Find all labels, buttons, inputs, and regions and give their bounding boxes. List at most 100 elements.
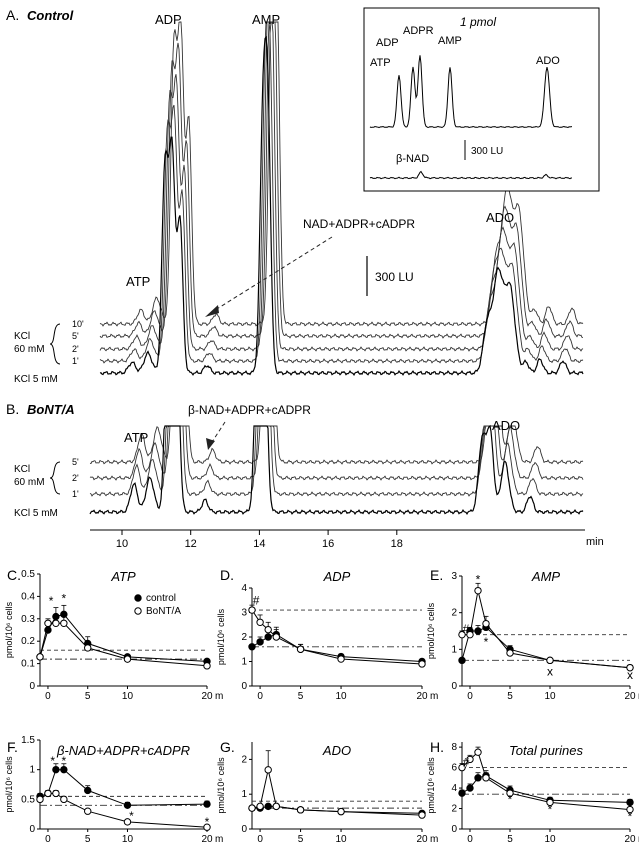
data-point-botox (337, 655, 345, 663)
data-point-botox (458, 630, 466, 639)
data-point-control (466, 784, 474, 792)
x-tick-label: 5 (85, 834, 91, 845)
x-tick-label: 5 (507, 834, 513, 845)
data-point-botox (264, 766, 272, 774)
data-point-control (123, 801, 132, 809)
y-axis-label: pmol/10⁶ cells (216, 757, 226, 814)
data-point-botox (482, 619, 490, 628)
y-tick-label: 1 (241, 657, 247, 668)
panel-b-traces (89, 424, 584, 516)
x-tick-label: 20 (201, 834, 213, 845)
data-point-botox (248, 606, 256, 614)
y-tick-label: 0.2 (21, 636, 35, 647)
y-tick-label: 2 (241, 632, 247, 643)
data-point-control (84, 786, 92, 795)
y-tick-label: 0 (29, 681, 35, 692)
trace-a-5 (99, 35, 584, 377)
dashed-arrow-b (211, 421, 226, 443)
kcl-low-label: KCl 5 mM (14, 374, 58, 385)
y-tick-label: 2 (451, 804, 457, 815)
y-tick-label: 1.5 (21, 735, 35, 746)
x-tick-label: 10 (335, 691, 347, 702)
data-point-botox (52, 789, 60, 798)
y-tick-label: 1 (29, 765, 35, 776)
y-tick-label: 4 (241, 583, 247, 594)
arrow-head-b (206, 438, 215, 450)
data-point-botox (506, 649, 514, 657)
data-point-botox (296, 645, 305, 653)
x-axis-label: m (215, 834, 223, 845)
x-tick-label: 0 (467, 691, 473, 702)
data-point-botox (123, 655, 132, 663)
chart-panel-letter: F. (7, 739, 18, 755)
data-point-botox (296, 806, 305, 814)
inset-scale-label: 300 LU (471, 146, 503, 157)
data-point-botox (84, 644, 92, 652)
x-tick-label: 0 (257, 691, 263, 702)
y-tick-label: 0.5 (21, 794, 35, 805)
chart-panel-letter: H. (430, 739, 444, 755)
y-axis-label: pmol/10⁶ cells (4, 601, 14, 658)
data-point-botox (458, 763, 466, 772)
data-point-botox (546, 798, 554, 807)
x-tick-label: 0 (45, 834, 51, 845)
inset-frame (363, 7, 600, 192)
y-tick-label: 0 (451, 824, 457, 835)
y-tick-label: 6 (451, 763, 457, 774)
data-point-botox (52, 619, 60, 627)
trace-time-labels-b: 5'2'1' (72, 457, 79, 499)
trace-time-3: 2' (72, 344, 79, 354)
inset-traces (369, 55, 573, 180)
data-point-botox (474, 586, 482, 595)
arrow-head (205, 305, 219, 317)
x-axis-label: m (215, 691, 223, 702)
dashed-arrow (211, 236, 333, 313)
data-point-botox (466, 755, 474, 764)
significance-mark: # (463, 622, 470, 636)
y-tick-label: 0.5 (21, 569, 35, 580)
peak-label-adp: ADP (155, 12, 182, 27)
trace-time-2: 5' (72, 331, 79, 341)
panel-b-letter: B. (6, 401, 19, 417)
x-tick-label-b: 18 (391, 538, 403, 550)
kcl-low-label-b: KCl 5 mM (14, 508, 58, 519)
x-tick-label-b: 12 (185, 538, 197, 550)
significance-mark: * (476, 573, 481, 587)
y-axis-label: pmol/10⁶ cells (216, 608, 226, 665)
trace-time-1: 10' (72, 319, 84, 329)
data-point-botox (203, 823, 211, 831)
inset-trace-standard (369, 55, 573, 129)
significance-mark: * (205, 815, 210, 829)
data-point-control (256, 638, 264, 646)
y-tick-label: 4 (451, 783, 457, 794)
data-point-botox (418, 660, 426, 668)
chart-e: E.AMP0123051020mpmol/10⁶ cells*#*xx (426, 567, 639, 702)
chart-title: Total purines (509, 743, 583, 758)
y-tick-label: 2 (241, 754, 247, 765)
data-point-botox (626, 663, 634, 672)
trace-time-4: 1' (72, 356, 79, 366)
significance-mark: * (62, 754, 67, 768)
chart-panel-letter: C. (7, 567, 21, 583)
y-tick-label: 0 (29, 824, 35, 835)
chart-title: ATP (110, 569, 136, 584)
x-tick-label: 20 (624, 691, 636, 702)
y-tick-label: 2 (451, 608, 457, 619)
significance-mark: * (50, 754, 55, 768)
y-tick-label: 0 (241, 824, 247, 835)
data-point-control (458, 789, 466, 797)
y-tick-label: 1 (451, 644, 457, 655)
x-tick-label: 5 (507, 691, 513, 702)
chart-title: AMP (531, 569, 561, 584)
bracket-b (49, 461, 61, 495)
data-point-botox (256, 802, 264, 811)
data-point-botox (546, 656, 554, 665)
legend-label-botox: BoNT/A (146, 606, 181, 617)
data-point-botox (248, 804, 256, 812)
significance-mark: * (548, 803, 553, 817)
arrow-label: NAD+ADPR+cADPR (303, 217, 415, 231)
